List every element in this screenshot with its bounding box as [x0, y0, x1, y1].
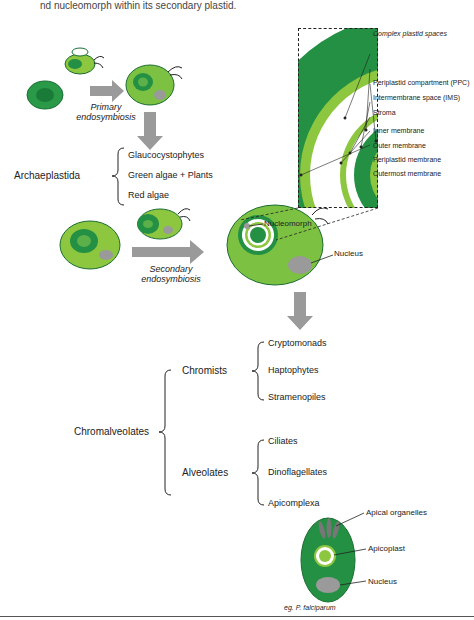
part-label: Nucleus: [368, 577, 397, 586]
part-label: Periplastid membrane: [373, 156, 441, 164]
group-name: Alveolates: [182, 467, 228, 479]
taxon-name: Stramenopiles: [268, 392, 326, 402]
inset-box: Complex plastid spacesPeriplastid compar…: [298, 28, 378, 208]
part-label: Apicoplast: [368, 544, 405, 553]
taxon-name: Ciliates: [268, 436, 298, 446]
part-label: Apical organelles: [366, 508, 427, 517]
part-label: Nucleus: [334, 249, 363, 258]
taxon-name: Cryptomonads: [268, 338, 327, 348]
part-label: Outer membrane: [373, 142, 426, 150]
process-label: Primary endosymbiosis: [66, 102, 146, 123]
taxon-name: Apicomplexa: [268, 498, 320, 508]
taxon-name: Glaucocystophytes: [128, 150, 204, 160]
example-label: eg. P. falciparum: [284, 604, 336, 612]
group-name: Chromalveolates: [74, 426, 149, 438]
inset-heading: Complex plastid spaces: [373, 30, 447, 38]
part-label: Inner membrane: [373, 127, 424, 135]
part-label: Stroma: [373, 109, 396, 117]
taxon-name: Green algae + Plants: [128, 170, 213, 180]
part-label: Outermost membrane: [373, 170, 441, 178]
group-name: Chromists: [182, 365, 227, 377]
process-label: Secondary endosymbiosis: [126, 264, 216, 285]
part-label: Nucleomorph: [264, 219, 312, 228]
part-label: Intermembrane space (IMS): [373, 94, 460, 102]
caption-fragment: nd nucleomorph within its secondary plas…: [40, 0, 236, 12]
taxon-name: Red algae: [128, 190, 169, 200]
taxon-name: Dinoflagellates: [268, 467, 327, 477]
taxon-name: Haptophytes: [268, 365, 319, 375]
group-name: Archaeplastida: [14, 170, 80, 182]
part-label: Periplastid compartment (PPC): [373, 79, 469, 87]
